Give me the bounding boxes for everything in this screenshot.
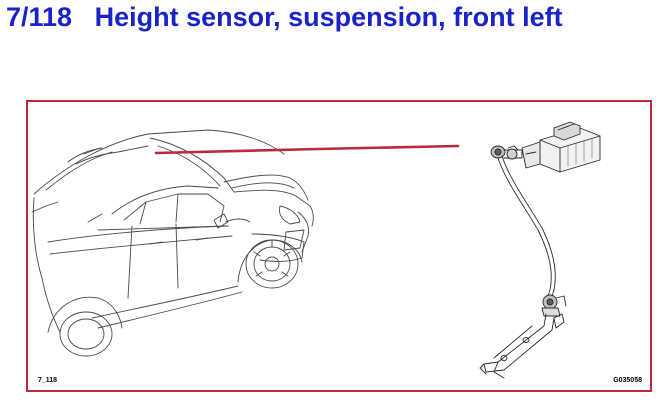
- pointer-line: [154, 144, 460, 155]
- figure-id-label: 7_118: [38, 377, 58, 384]
- car-drawing: [31, 129, 314, 357]
- figure-frame: 7_118 G035058: [26, 100, 652, 392]
- diagram-illustration: [31, 121, 601, 379]
- image-code-label: G035058: [613, 377, 642, 384]
- height-sensor-drawing: [479, 121, 601, 379]
- page-title: 7/118 Height sensor, suspension, front l…: [6, 2, 563, 32]
